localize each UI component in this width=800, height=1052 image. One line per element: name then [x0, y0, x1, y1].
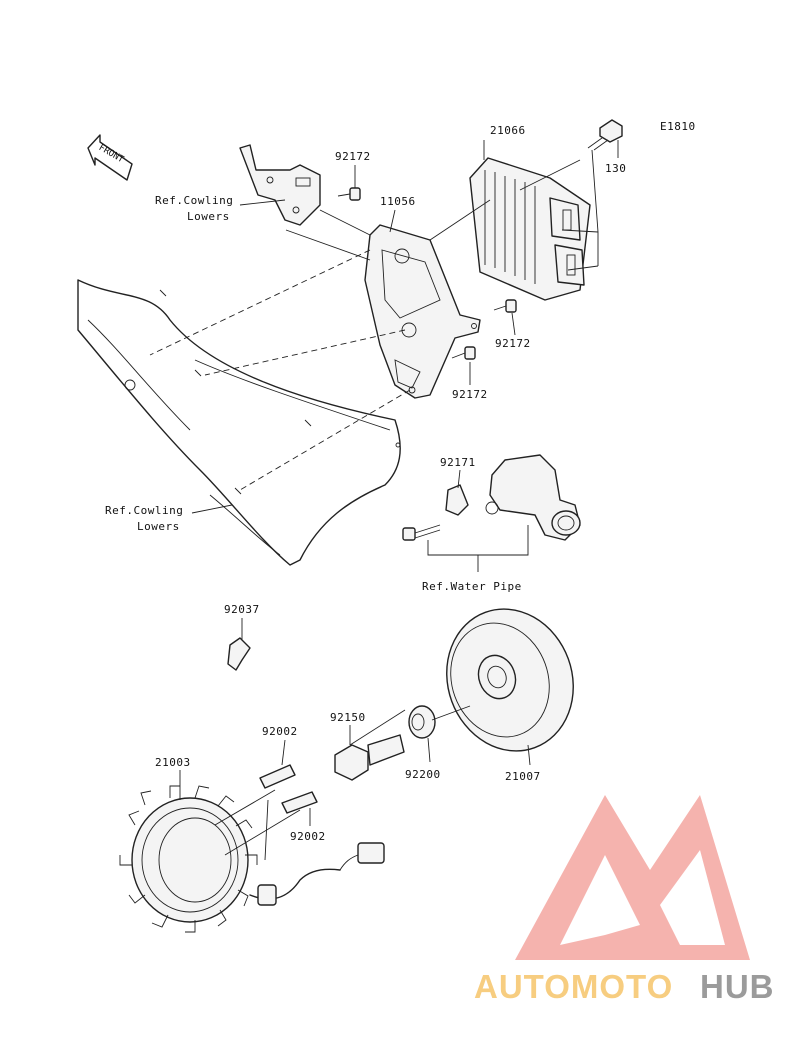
part-number-130: 130: [605, 162, 626, 175]
clamp-92171: [445, 484, 469, 516]
part-number-92172-b: 92172: [495, 337, 531, 350]
part-number-92150: 92150: [330, 711, 366, 724]
bolt-92172-right: [493, 299, 517, 313]
rotor-21007: [446, 608, 574, 752]
bolt-92150: [334, 734, 405, 781]
ref-line-9: [567, 265, 599, 271]
ref-line-6: [429, 199, 491, 241]
ref-line-1: [149, 249, 371, 356]
diagram-code: E1810: [660, 120, 696, 133]
leader-cowling-lower: [191, 504, 233, 514]
washer-92200: [408, 705, 436, 739]
plug-92037: [227, 637, 251, 671]
leader-11056: [389, 209, 396, 233]
ref-line-5: [319, 209, 371, 236]
front-arrow-icon: FRONT: [87, 134, 133, 181]
part-number-92172-c: 92172: [452, 388, 488, 401]
ref-line-4: [285, 229, 371, 261]
part-number-92002-a: 92002: [262, 725, 298, 738]
ref-cowling-upper-line1: Ref.Cowling: [155, 194, 233, 207]
ref-line-3: [239, 389, 411, 491]
ref-water-pipe: Ref.Water Pipe: [422, 580, 522, 593]
part-number-21066: 21066: [490, 124, 526, 137]
water-pipe-shape: [485, 454, 581, 541]
ref-cowling-upper-line2: Lowers: [187, 210, 230, 223]
ref-line-7: [519, 159, 581, 191]
bolt-130: [587, 119, 623, 151]
leader-21007: [527, 744, 531, 766]
leader-92171: [457, 469, 461, 489]
ref-line-12: [431, 705, 471, 721]
automotohub-logo: AUTOMOTO HUB: [474, 795, 775, 1005]
ref-line-11: [349, 709, 406, 746]
watermark-brand-part2: HUB: [700, 968, 775, 1005]
ref-line-10: [591, 149, 599, 266]
part-number-92002-b: 92002: [290, 830, 326, 843]
bolt-92172-lower: [451, 346, 476, 360]
bolt-water-pipe: [402, 524, 441, 541]
cowling-bracket-shape: [239, 144, 321, 226]
bracket-plate-11056: [364, 224, 481, 399]
part-number-92037: 92037: [224, 603, 260, 616]
part-number-92172-a: 92172: [335, 150, 371, 163]
bolt-92002-upper: [259, 764, 296, 789]
watermark-brand-part1: AUTOMOTO: [474, 968, 673, 1005]
bolt-92002-lower: [281, 791, 318, 814]
part-number-11056: 11056: [380, 195, 416, 208]
part-number-92171: 92171: [440, 456, 476, 469]
leader-92200: [427, 737, 431, 763]
part-number-21007: 21007: [505, 770, 541, 783]
part-number-92200: 92200: [405, 768, 441, 781]
ref-cowling-lower-line1: Ref.Cowling: [105, 504, 183, 517]
ref-line-13: [214, 789, 301, 861]
leader-cowling-upper: [239, 199, 286, 206]
leader-92172b: [511, 312, 516, 336]
ref-line-2: [204, 329, 406, 376]
cowling-lowers-shape: [77, 279, 401, 566]
bolt-92172-upper: [337, 187, 361, 201]
stator-21003: [119, 785, 385, 933]
leader-92002a: [281, 739, 286, 766]
regulator-21066: [469, 157, 591, 301]
ref-line-8: [561, 229, 599, 233]
ref-cowling-lower-line2: Lowers: [137, 520, 180, 533]
part-number-21003: 21003: [155, 756, 191, 769]
leader-water-pipe: [427, 525, 529, 572]
